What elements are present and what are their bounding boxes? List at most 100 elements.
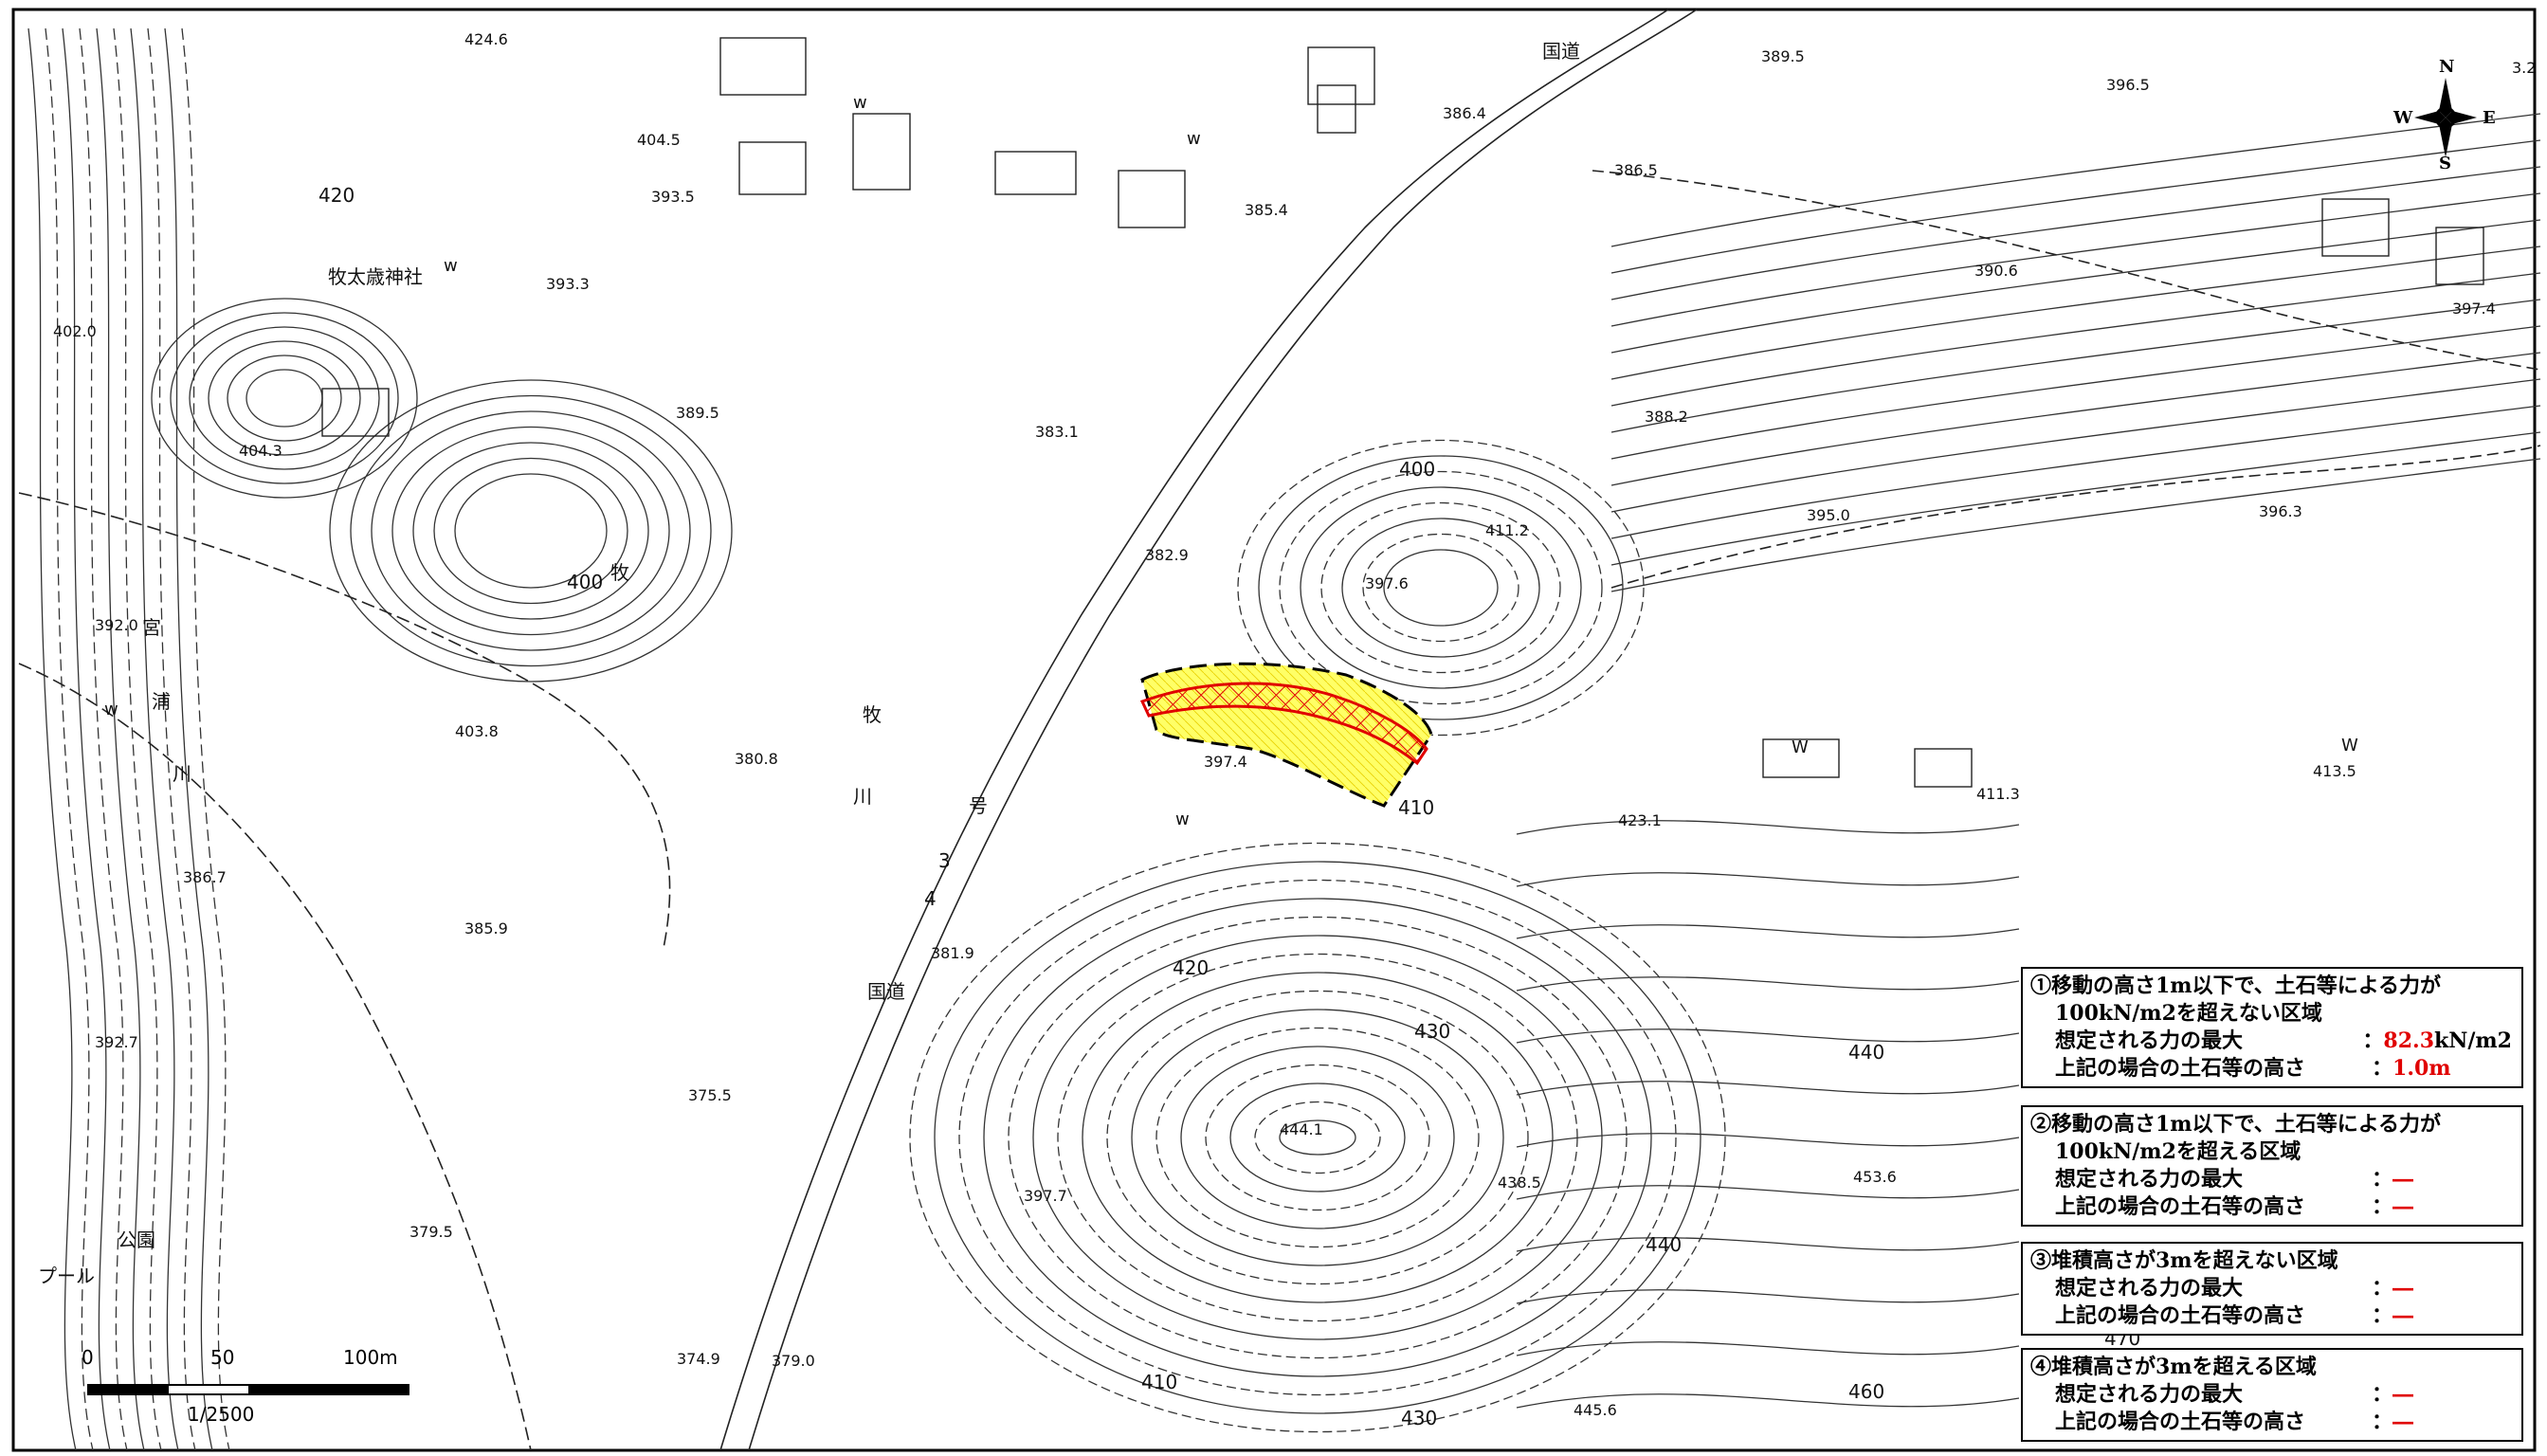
elevation-label: 375.5 [688, 1086, 732, 1104]
elevation-label: 392.7 [95, 1033, 138, 1051]
elevation-label: 413.5 [2313, 762, 2356, 780]
place-label-kawa: 川 [853, 785, 872, 808]
well-mark: W [1792, 737, 1809, 757]
place-label-maki: 牧 [610, 561, 629, 584]
elevation-label: 411.3 [1976, 785, 2020, 803]
legend-force-label: 想定される力の最大 [2055, 1276, 2244, 1301]
scale-tick-50: 50 [210, 1346, 235, 1369]
legend-force-value: ― [2392, 1167, 2414, 1192]
legend-height-value: ― [2392, 1194, 2414, 1219]
compass-w: W [2393, 108, 2413, 128]
legend-sep: ： [2372, 1276, 2393, 1301]
elevation-label: 392.0 [95, 616, 138, 634]
elevation-label: 390.6 [1974, 262, 2018, 280]
elevation-label: 430 [1414, 1020, 1451, 1043]
legend-sep: ： [2372, 1056, 2393, 1081]
elevation-label: 402.0 [53, 322, 97, 340]
legend-height-value: ― [2392, 1303, 2414, 1328]
legend-sep: ： [2362, 1028, 2384, 1053]
elevation-label: 440 [1646, 1233, 1683, 1256]
elevation-label: 445.6 [1574, 1401, 1617, 1419]
elevation-label: 383.1 [1035, 423, 1079, 441]
legend-force-unit: kN/m2 [2434, 1028, 2512, 1053]
elevation-label: 400 [1399, 458, 1436, 481]
legend-box-1: ①移動の高さ1m以下で、土石等による力が 100kN/m2を超えない区域 想定さ… [2021, 967, 2523, 1088]
elevation-label: 374.9 [677, 1350, 720, 1368]
legend-sep: ： [2372, 1167, 2393, 1192]
legend-height-value: 1.0m [2392, 1056, 2451, 1081]
elevation-label: 386.5 [1614, 161, 1658, 179]
legend-height-label: 上記の場合の土石等の高さ [2055, 1056, 2306, 1081]
scale-tick-0: 0 [82, 1346, 94, 1369]
elevation-label: 460 [1848, 1380, 1885, 1403]
place-label-go: 号 [969, 794, 988, 817]
elevation-label: 386.7 [183, 868, 227, 886]
place-label-miya: 宮 [142, 616, 161, 639]
elevation-label: 381.9 [931, 944, 974, 962]
legend-height-value: ― [2392, 1410, 2414, 1434]
place-label-kawa: 川 [173, 762, 191, 785]
elevation-label: 420 [318, 184, 355, 207]
elevation-label: 404.3 [239, 442, 282, 460]
elevation-label: 397.4 [2452, 300, 2496, 318]
legend-height-label: 上記の場合の土石等の高さ [2055, 1410, 2306, 1434]
elevation-label: 403.8 [455, 722, 499, 740]
elevation-label: 379.0 [772, 1352, 815, 1370]
elevation-label: 393.3 [546, 275, 590, 293]
elevation-label: 423.1 [1618, 811, 1662, 829]
legend-force-label: 想定される力の最大 [2055, 1382, 2244, 1407]
elevation-label: 424.6 [464, 30, 508, 48]
well-mark: w [1175, 810, 1190, 829]
legend-height-label: 上記の場合の土石等の高さ [2055, 1303, 2306, 1328]
compass-s: S [2439, 154, 2451, 173]
legend-title: ②移動の高さ1m以下で、土石等による力が [2030, 1112, 2442, 1137]
elevation-label: 404.5 [637, 131, 681, 149]
elevation-label: 379.5 [409, 1223, 453, 1241]
elevation-label: 389.5 [1761, 47, 1805, 65]
elevation-label: 385.9 [464, 919, 508, 937]
contour-lines [27, 27, 2541, 1451]
legend-box-3: ③堆積高さが3mを超えない区域 想定される力の最大 ： ― 上記の場合の土石等の… [2021, 1242, 2523, 1336]
buildings [321, 37, 2484, 788]
elevation-label: 396.3 [2259, 502, 2302, 520]
well-mark: w [104, 700, 118, 719]
roads [18, 9, 2541, 1451]
elevation-label: 397.7 [1024, 1187, 1067, 1205]
hazard-area-red [1139, 682, 1428, 766]
legend-force-label: 想定される力の最大 [2055, 1028, 2244, 1053]
elevation-label: 420 [1173, 956, 1210, 979]
elevation-label: 380.8 [735, 750, 778, 768]
legend-sep: ： [2372, 1410, 2393, 1434]
elevation-label: 453.6 [1853, 1168, 1897, 1186]
map-frame [11, 8, 2537, 1452]
elevation-label: 397.6 [1365, 574, 1409, 592]
elevation-label: 410 [1398, 796, 1435, 819]
elevation-label: 389.5 [676, 404, 719, 422]
legend-force-label: 想定される力の最大 [2055, 1167, 2244, 1192]
well-mark: w [1187, 129, 1201, 149]
legend-sep: ： [2372, 1194, 2393, 1219]
elevation-label: 386.4 [1443, 104, 1486, 122]
place-label-kokudo: 国道 [1542, 40, 1580, 63]
legend-sep: ： [2372, 1382, 2393, 1407]
scale-bar-graphic [87, 1384, 409, 1395]
elevation-label: 400 [567, 571, 604, 593]
elevation-label: 388.2 [1645, 408, 1688, 426]
elevation-label: 397.4 [1204, 753, 1247, 771]
place-label-pool: プール [38, 1265, 95, 1287]
compass-icon [2414, 78, 2477, 157]
place-label-koen: 公園 [118, 1228, 155, 1251]
compass-rose: N S W E [2393, 57, 2498, 173]
well-mark: w [853, 93, 867, 113]
legend-sep: ： [2372, 1303, 2393, 1328]
elevation-label: 382.9 [1145, 546, 1189, 564]
legend-title-2: 100kN/m2を超えない区域 [2055, 1001, 2322, 1026]
place-label-jinja: 牧太歳神社 [328, 265, 423, 288]
legend-box-2: ②移動の高さ1m以下で、土石等による力が 100kN/m2を超える区域 想定され… [2021, 1105, 2523, 1227]
scale-bar: 0 50 100m 1/2500 [82, 1346, 409, 1426]
elevation-label: 430 [1401, 1407, 1438, 1429]
elevation-label: 440 [1848, 1041, 1885, 1064]
compass-n: N [2439, 57, 2455, 77]
elevation-label: 3.2 [2512, 59, 2537, 77]
